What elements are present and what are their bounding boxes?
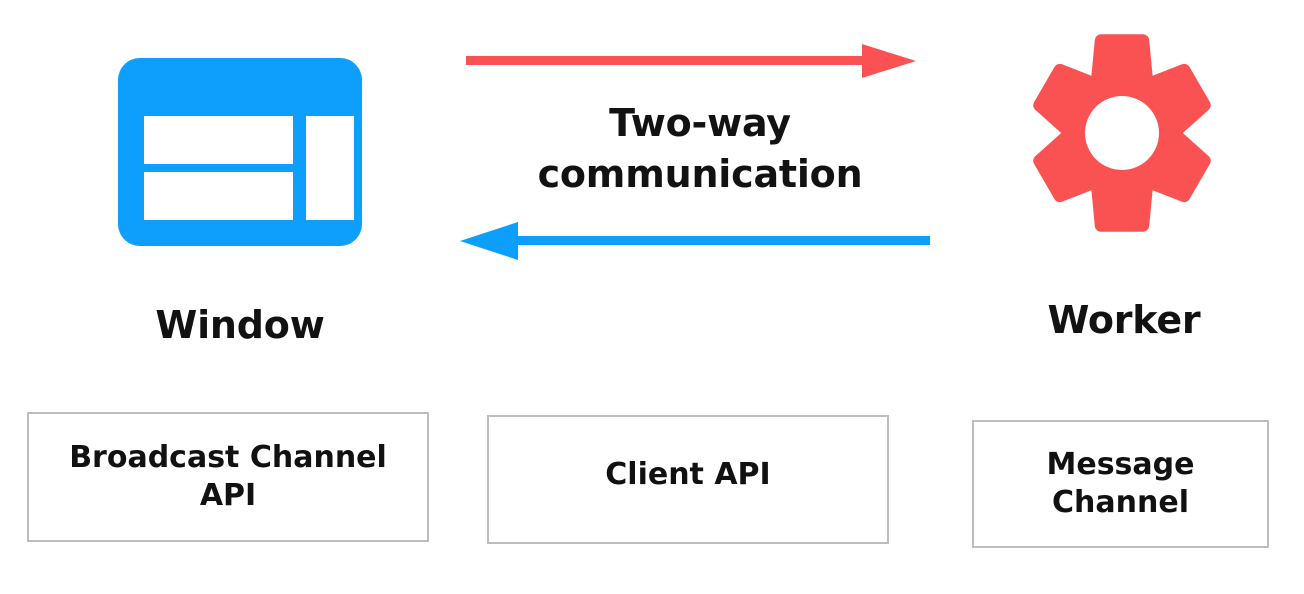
api-box-line-1: Client API (605, 457, 771, 492)
api-box-message-channel[interactable]: Message Channel (972, 420, 1269, 548)
api-box-client-api[interactable]: Client API (487, 415, 889, 544)
caption-line-1: Two-way (609, 101, 791, 145)
gear-icon (1018, 33, 1226, 255)
api-box-line-1: Message (1046, 446, 1195, 482)
api-box-line-2: API (199, 478, 257, 513)
arrow-right-red (466, 44, 916, 78)
api-box-line-2: Channel (1052, 485, 1189, 520)
api-box-label: Client API (489, 456, 887, 494)
window-icon-pane-side (306, 116, 354, 220)
window-icon-pane-bottom (144, 172, 293, 220)
connection-caption: Two-way communication (470, 98, 930, 201)
api-box-label: Message Channel (974, 446, 1267, 523)
caption-line-2: communication (537, 152, 863, 197)
arrow-left-blue (460, 222, 930, 260)
browser-window-icon (118, 58, 362, 246)
node-label-window: Window (155, 303, 325, 347)
api-box-line-1: Broadcast Channel (69, 439, 387, 475)
node-label-worker: Worker (1047, 298, 1201, 342)
api-box-label: Broadcast Channel API (29, 439, 427, 516)
window-icon-pane-top (144, 116, 293, 164)
api-box-broadcast-channel-api[interactable]: Broadcast Channel API (27, 412, 429, 542)
